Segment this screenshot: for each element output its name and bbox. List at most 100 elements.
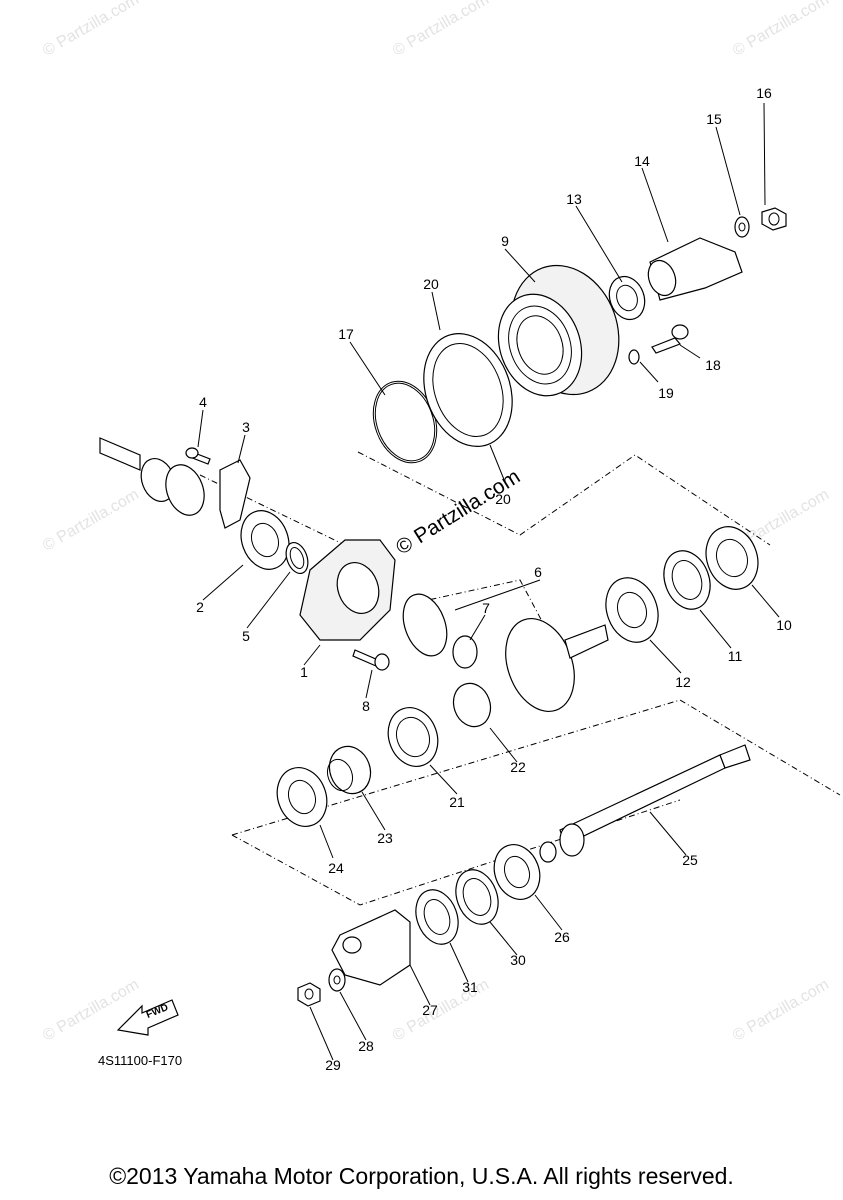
part-label-20-bottom: 20	[495, 491, 511, 507]
part-label-2: 2	[196, 599, 204, 615]
drive-shaft-25-end	[539, 841, 557, 863]
part-label-10: 10	[776, 617, 792, 633]
leader-line	[365, 669, 373, 699]
housing-9-bore	[497, 293, 583, 397]
drawing-code: 4S11100-F170	[98, 1053, 183, 1068]
part-label-19: 19	[658, 385, 674, 401]
part-label-8: 8	[362, 698, 370, 714]
collar-30	[455, 869, 499, 925]
leader-line	[429, 764, 458, 795]
case-1-bore	[336, 562, 380, 614]
leader-line	[309, 1006, 334, 1061]
washer-15-hole	[738, 222, 746, 232]
fwd-arrow-icon	[116, 999, 179, 1036]
leader-line	[489, 444, 506, 483]
leader-line	[361, 791, 386, 831]
leader-line	[409, 964, 431, 1006]
part-label-25: 25	[682, 852, 698, 868]
part-label-11: 11	[727, 648, 743, 664]
part-label-22: 22	[510, 759, 526, 775]
yoke-27	[331, 909, 411, 986]
leader-line	[303, 644, 321, 666]
spring-21	[387, 707, 439, 767]
part-label-27: 27	[422, 1002, 438, 1018]
leader-line	[454, 579, 541, 611]
bearing-2-inner	[250, 522, 280, 558]
nut-29	[297, 982, 321, 1007]
bearing-2	[240, 510, 290, 570]
washer-19	[628, 349, 640, 365]
part-label-30: 30	[510, 952, 526, 968]
washer-28-hole	[333, 975, 341, 985]
bearing-26	[493, 844, 541, 900]
bolt-18-head	[671, 324, 689, 340]
spring-21-coil	[395, 716, 431, 758]
nut-16	[761, 207, 787, 231]
drive-shaft-25	[559, 754, 726, 846]
part-label-20-top: 20	[423, 276, 439, 292]
leader-line	[237, 434, 246, 464]
leader-line	[649, 811, 687, 856]
leader-line	[679, 344, 701, 359]
part-label-3: 3	[242, 419, 250, 435]
leader-line	[431, 291, 441, 331]
ring-5-inner	[289, 546, 305, 570]
bearing-13-inner	[616, 284, 638, 312]
leader-line	[751, 584, 780, 618]
leader-line	[575, 205, 623, 283]
part-label-13: 13	[566, 191, 582, 207]
leader-line	[202, 564, 244, 601]
part-label-24: 24	[328, 860, 344, 876]
drive-shaft-25-spline	[719, 744, 751, 769]
yoke-27-hole	[342, 936, 362, 954]
sleeve-23	[328, 745, 372, 795]
part-label-6: 6	[534, 564, 542, 580]
bearing-12	[605, 577, 659, 643]
leader-line	[699, 609, 732, 649]
leader-line	[504, 248, 536, 283]
bearing-26-inner	[503, 855, 531, 889]
collar-11-inner	[671, 560, 703, 600]
pinion-shaft-6	[564, 624, 609, 659]
assembly-guide-line	[231, 799, 681, 906]
nut-16-hole	[768, 212, 780, 226]
leader-line	[763, 102, 766, 206]
part-label-7: 7	[482, 600, 490, 616]
pinion-nut-7	[452, 635, 478, 669]
ring-5	[285, 541, 309, 575]
part-label-9: 9	[501, 233, 509, 249]
part-label-16: 16	[756, 85, 772, 101]
bolt-18	[651, 337, 682, 354]
bevel-gear-6a	[402, 593, 448, 657]
part-label-18: 18	[705, 357, 721, 373]
leader-line	[246, 571, 291, 629]
gasket-20-inner	[432, 343, 504, 437]
bevel-gear-6b	[505, 617, 575, 713]
sleeve-23-inner	[326, 758, 354, 792]
leader-line	[339, 991, 367, 1041]
part-label-23: 23	[377, 830, 393, 846]
assembly-guide-line	[357, 451, 771, 546]
leader-line	[534, 894, 563, 931]
bolt-8	[352, 649, 379, 667]
bearing-10	[705, 526, 759, 590]
cam-22	[452, 682, 492, 728]
leader-line	[639, 361, 659, 383]
bearing-12-inner	[616, 591, 648, 629]
nut-29-hole	[304, 988, 314, 1000]
washer-15	[734, 216, 750, 238]
copyright-notice: ©2013 Yamaha Motor Corporation, U.S.A. A…	[109, 1163, 734, 1189]
part-label-4: 4	[199, 394, 207, 410]
plate-3	[219, 459, 251, 529]
part-label-1: 1	[300, 664, 308, 680]
input-shaft-gear	[165, 464, 205, 516]
drive-shaft-25-gear	[559, 823, 585, 857]
leader-line	[715, 126, 741, 216]
bearing-24	[276, 767, 328, 827]
part-label-12: 12	[675, 674, 691, 690]
bearing-24-inner	[287, 779, 317, 815]
leader-line	[197, 409, 204, 448]
leader-line	[349, 341, 386, 396]
